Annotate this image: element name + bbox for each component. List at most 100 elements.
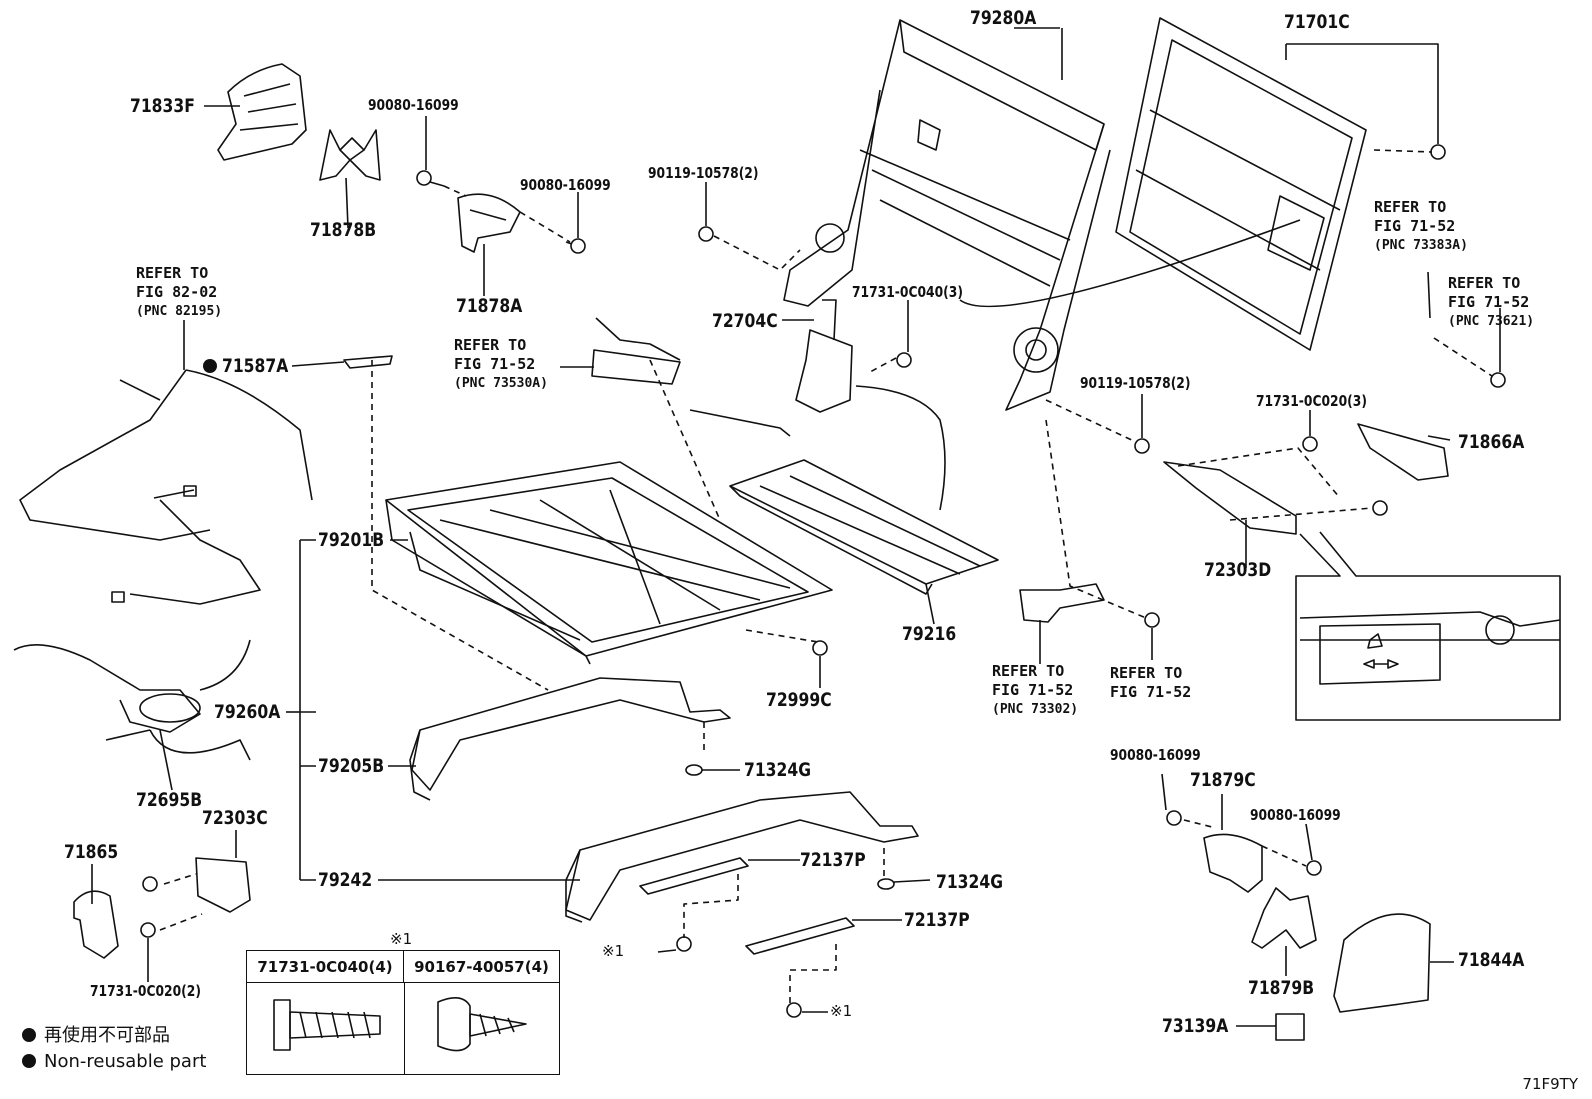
legend-jp: 再使用不可部品 [22,1026,170,1046]
cover-71879c-drawing [1203,833,1263,893]
refer-line: FIG 71-52 [992,681,1074,699]
part-71865: 71865 [64,841,119,863]
recliner-72704c-drawing [689,299,946,511]
non-reusable-dot-icon [22,1054,36,1068]
part-71844a: 71844A [1458,949,1525,971]
leader-lines [91,27,1501,1027]
part-79216: 79216 [902,623,957,645]
part-73139a: 73139A [1162,1015,1229,1037]
part-79205b: 79205B [318,755,385,777]
part-72303c: 72303C [202,807,268,829]
part-79260a: 79260A [214,701,281,723]
non-reusable-dot-71587a [203,359,217,373]
part-90119-10578-a: 90119-10578(2) [648,164,759,182]
rail-79242-drawing [565,791,919,923]
refer-pnc: (PNC 82195) [136,304,223,319]
part-71878a: 71878A [456,295,523,317]
back-panel-71701c-drawing [1115,17,1367,351]
refer-line: REFER TO [1448,274,1521,292]
bracket-71879b-drawing [1251,887,1317,949]
wire-harness-drawing [19,369,313,605]
legend-en-text: Non-reusable part [44,1051,207,1072]
part-71866a: 71866A [1458,431,1525,453]
part-71878b: 71878B [310,219,377,241]
refer-pnc: (PNC 73621) [1448,314,1535,329]
buckle-drawing [1019,583,1105,623]
part-71587a: 71587A [222,355,289,377]
refer-line: FIG 71-52 [454,355,536,373]
note-mark-a: ※1 [602,942,625,960]
refer-fig-82-02[interactable]: REFER TO FIG 82-02 (PNC 82195) [136,264,222,321]
part-90080-16099-c: 90080-16099 [1110,746,1201,764]
note-mark-b: ※1 [830,1002,853,1020]
part-90080-16099-d: 90080-16099 [1250,806,1341,824]
part-71324g-a: 71324G [744,759,811,781]
refer-pnc: (PNC 73383A) [1374,238,1468,253]
label-71587a-drawing [343,355,393,369]
part-71731-0c020-a: 71731-0C020(3) [1256,392,1367,410]
part-72999c: 72999C [766,689,832,711]
part-90080-16099-a: 90080-16099 [368,96,459,114]
refer-line: FIG 71-52 [1374,217,1456,235]
non-reusable-dot-icon [22,1028,36,1042]
refer-line: REFER TO [454,336,527,354]
refer-line: REFER TO [136,264,209,282]
rail-79205b-drawing [409,677,731,801]
part-79242: 79242 [318,869,373,891]
seatback-frame-79280a-drawing [783,19,1301,411]
module-72303c-drawing [195,857,251,913]
refer-line: FIG 71-52 [1448,293,1530,311]
refer-fig-71-52-73302[interactable]: REFER TO FIG 71-52 (PNC 73302) [992,662,1078,719]
module-72303d-drawing [1163,461,1297,535]
cover-71833f-drawing [217,63,307,161]
motor-79260a-drawing [13,639,251,761]
refer-pnc: (PNC 73530A) [454,376,548,391]
refer-fig-71-52-73621[interactable]: REFER TO FIG 71-52 (PNC 73621) [1448,274,1534,331]
table-col-71731-0c040: 71731-0C040(4) [247,951,404,983]
legend-en: Non-reusable part [22,1052,206,1072]
cover-71844a-drawing [1333,913,1431,1013]
legend-jp-text: 再使用不可部品 [44,1025,170,1046]
bracket-71878b-drawing [319,129,381,181]
refer-fig-71-52[interactable]: REFER TO FIG 71-52 [1110,664,1191,702]
part-71731-0c020-b: 71731-0C020(2) [90,982,201,1000]
seat-switch-drawing [591,317,681,385]
part-71833f: 71833F [130,95,195,117]
pan-79216-drawing [729,459,999,595]
refer-line: REFER TO [1374,198,1447,216]
part-72695b: 72695B [136,789,203,811]
dashed-leaders [159,149,1493,1004]
washer-a [685,764,703,776]
part-79201b: 79201B [318,529,385,551]
refer-line: FIG 82-02 [136,283,218,301]
cover-71878a-drawing [457,193,521,253]
refer-line: REFER TO [992,662,1065,680]
table-divider [404,983,405,1075]
refer-fig-71-52-73530a[interactable]: REFER TO FIG 71-52 (PNC 73530A) [454,336,548,393]
clip-73139a-drawing [1275,1013,1305,1041]
cushion-frame-79201b-drawing [385,461,833,665]
part-72303d: 72303D [1204,559,1272,581]
refer-pnc: (PNC 73302) [992,702,1079,717]
part-79280a: 79280A [970,7,1037,29]
refer-fig-71-52-73383a[interactable]: REFER TO FIG 71-52 (PNC 73383A) [1374,198,1468,255]
part-72704c: 72704C [712,310,778,332]
part-71731-0c040: 71731-0C040(3) [852,283,963,301]
washer-b [877,878,895,890]
part-90119-10578-b: 90119-10578(2) [1080,374,1191,392]
part-71879c: 71879C [1190,769,1256,791]
refer-line: FIG 71-52 [1110,683,1192,701]
part-72137p-b: 72137P [904,909,970,931]
note-mark-table: ※1 [390,930,413,948]
part-71701c: 71701C [1284,11,1350,33]
figure-code: 71F9TY [1522,1075,1578,1093]
cover-71865-drawing [73,890,119,959]
part-71879b: 71879B [1248,977,1315,999]
refer-line: REFER TO [1110,664,1183,682]
cover-71866a-drawing [1357,423,1449,481]
part-90080-16099-b: 90080-16099 [520,176,611,194]
detail-callout-drawing [1295,531,1561,721]
part-71324g-b: 71324G [936,871,1003,893]
table-fastener-drawings [273,997,527,1052]
